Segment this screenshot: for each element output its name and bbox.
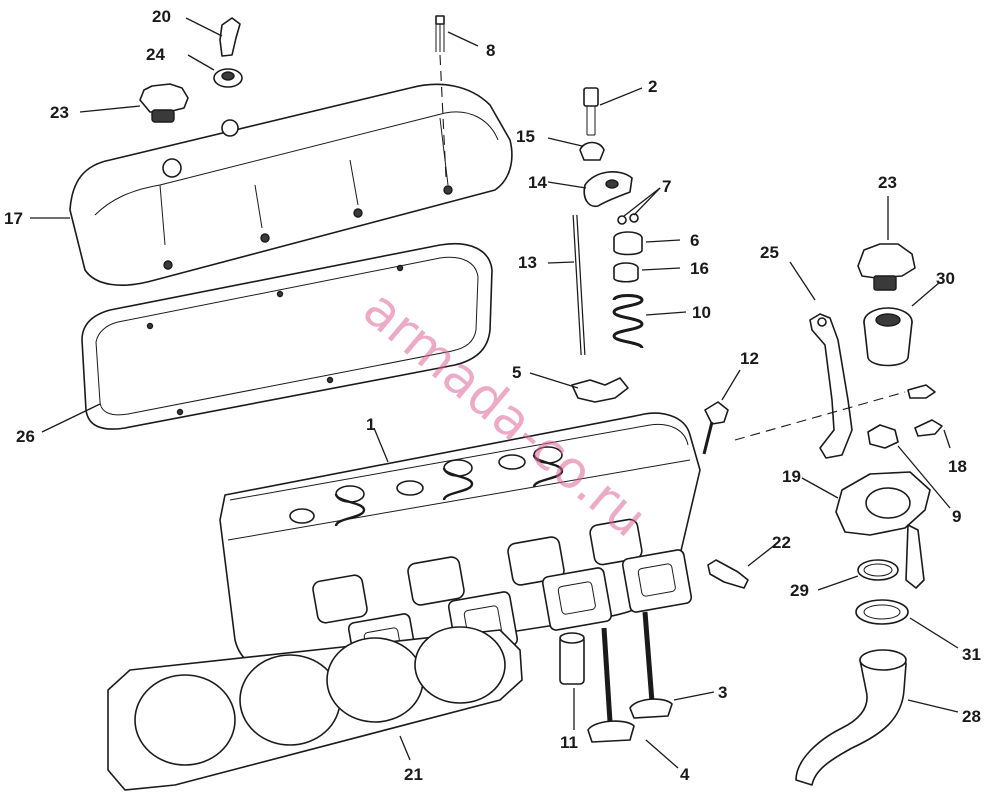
valve-cover-gasket (81, 243, 493, 430)
callout-22: 22 (772, 533, 791, 552)
oil-filler-cap (139, 83, 189, 123)
head-valve-springs (289, 446, 564, 527)
temperature-sender (707, 559, 749, 589)
spring-retainer (613, 231, 643, 256)
callout-18: 18 (948, 457, 967, 476)
breather-tube (219, 17, 241, 57)
callout-12: 12 (740, 349, 759, 368)
callout-23-oil-cap: 23 (50, 103, 69, 122)
callout-7: 7 (662, 177, 671, 196)
callout-17: 17 (4, 209, 23, 228)
hose-clamp-bracket (867, 424, 899, 449)
thermostat (863, 307, 913, 367)
pressure-cap (857, 243, 916, 291)
callout-31: 31 (962, 645, 981, 664)
callout-5: 5 (512, 363, 521, 382)
callout-9: 9 (952, 507, 961, 526)
exhaust-valve (629, 611, 673, 719)
callout-1: 1 (366, 415, 375, 434)
mounting-bracket (734, 313, 906, 459)
oil-shield (613, 262, 639, 283)
o-ring (857, 559, 899, 581)
callout-11: 11 (560, 733, 578, 752)
callout-30: 30 (936, 269, 955, 288)
callout-20: 20 (152, 7, 171, 26)
callout-4: 4 (680, 765, 690, 784)
cover-bolt (435, 15, 445, 52)
rocker-bolt (583, 87, 599, 136)
callout-6: 6 (690, 231, 699, 250)
callout-23-pressure-cap: 23 (878, 173, 897, 192)
callout-labels: 20 24 23 17 8 2 15 14 7 6 16 10 13 5 1 2… (4, 7, 981, 784)
callout-3: 3 (718, 683, 727, 702)
callout-10: 10 (692, 303, 711, 322)
leader-lines (30, 17, 959, 769)
rocker-arm (583, 171, 633, 208)
bracket-bolts (907, 384, 943, 437)
head-bolt (702, 401, 729, 455)
callout-15: 15 (516, 127, 535, 146)
callout-13: 13 (518, 253, 537, 272)
callout-26: 26 (16, 427, 35, 446)
callout-19: 19 (782, 467, 801, 486)
head-ports (312, 518, 643, 624)
pushrod-guide (571, 377, 629, 403)
valve-lifter (559, 632, 585, 685)
head-gasket (107, 626, 523, 791)
valve-keepers (617, 213, 639, 225)
callout-25: 25 (760, 243, 779, 262)
grommet (213, 68, 243, 88)
thermostat-housing (835, 471, 931, 589)
coolant-hose (795, 649, 907, 786)
valve-spring (612, 294, 644, 349)
pushrod (572, 214, 586, 356)
callout-21: 21 (404, 765, 423, 784)
callout-14: 14 (528, 173, 547, 192)
rocker-ball (579, 141, 605, 161)
callout-29: 29 (790, 581, 809, 600)
callout-28: 28 (962, 707, 981, 726)
callout-16: 16 (690, 259, 709, 278)
callout-8: 8 (486, 41, 495, 60)
callout-2: 2 (648, 77, 657, 96)
intake-valve (587, 627, 635, 743)
hose-clamp (855, 599, 909, 625)
valve-cover (69, 54, 513, 286)
callout-24: 24 (146, 45, 165, 64)
